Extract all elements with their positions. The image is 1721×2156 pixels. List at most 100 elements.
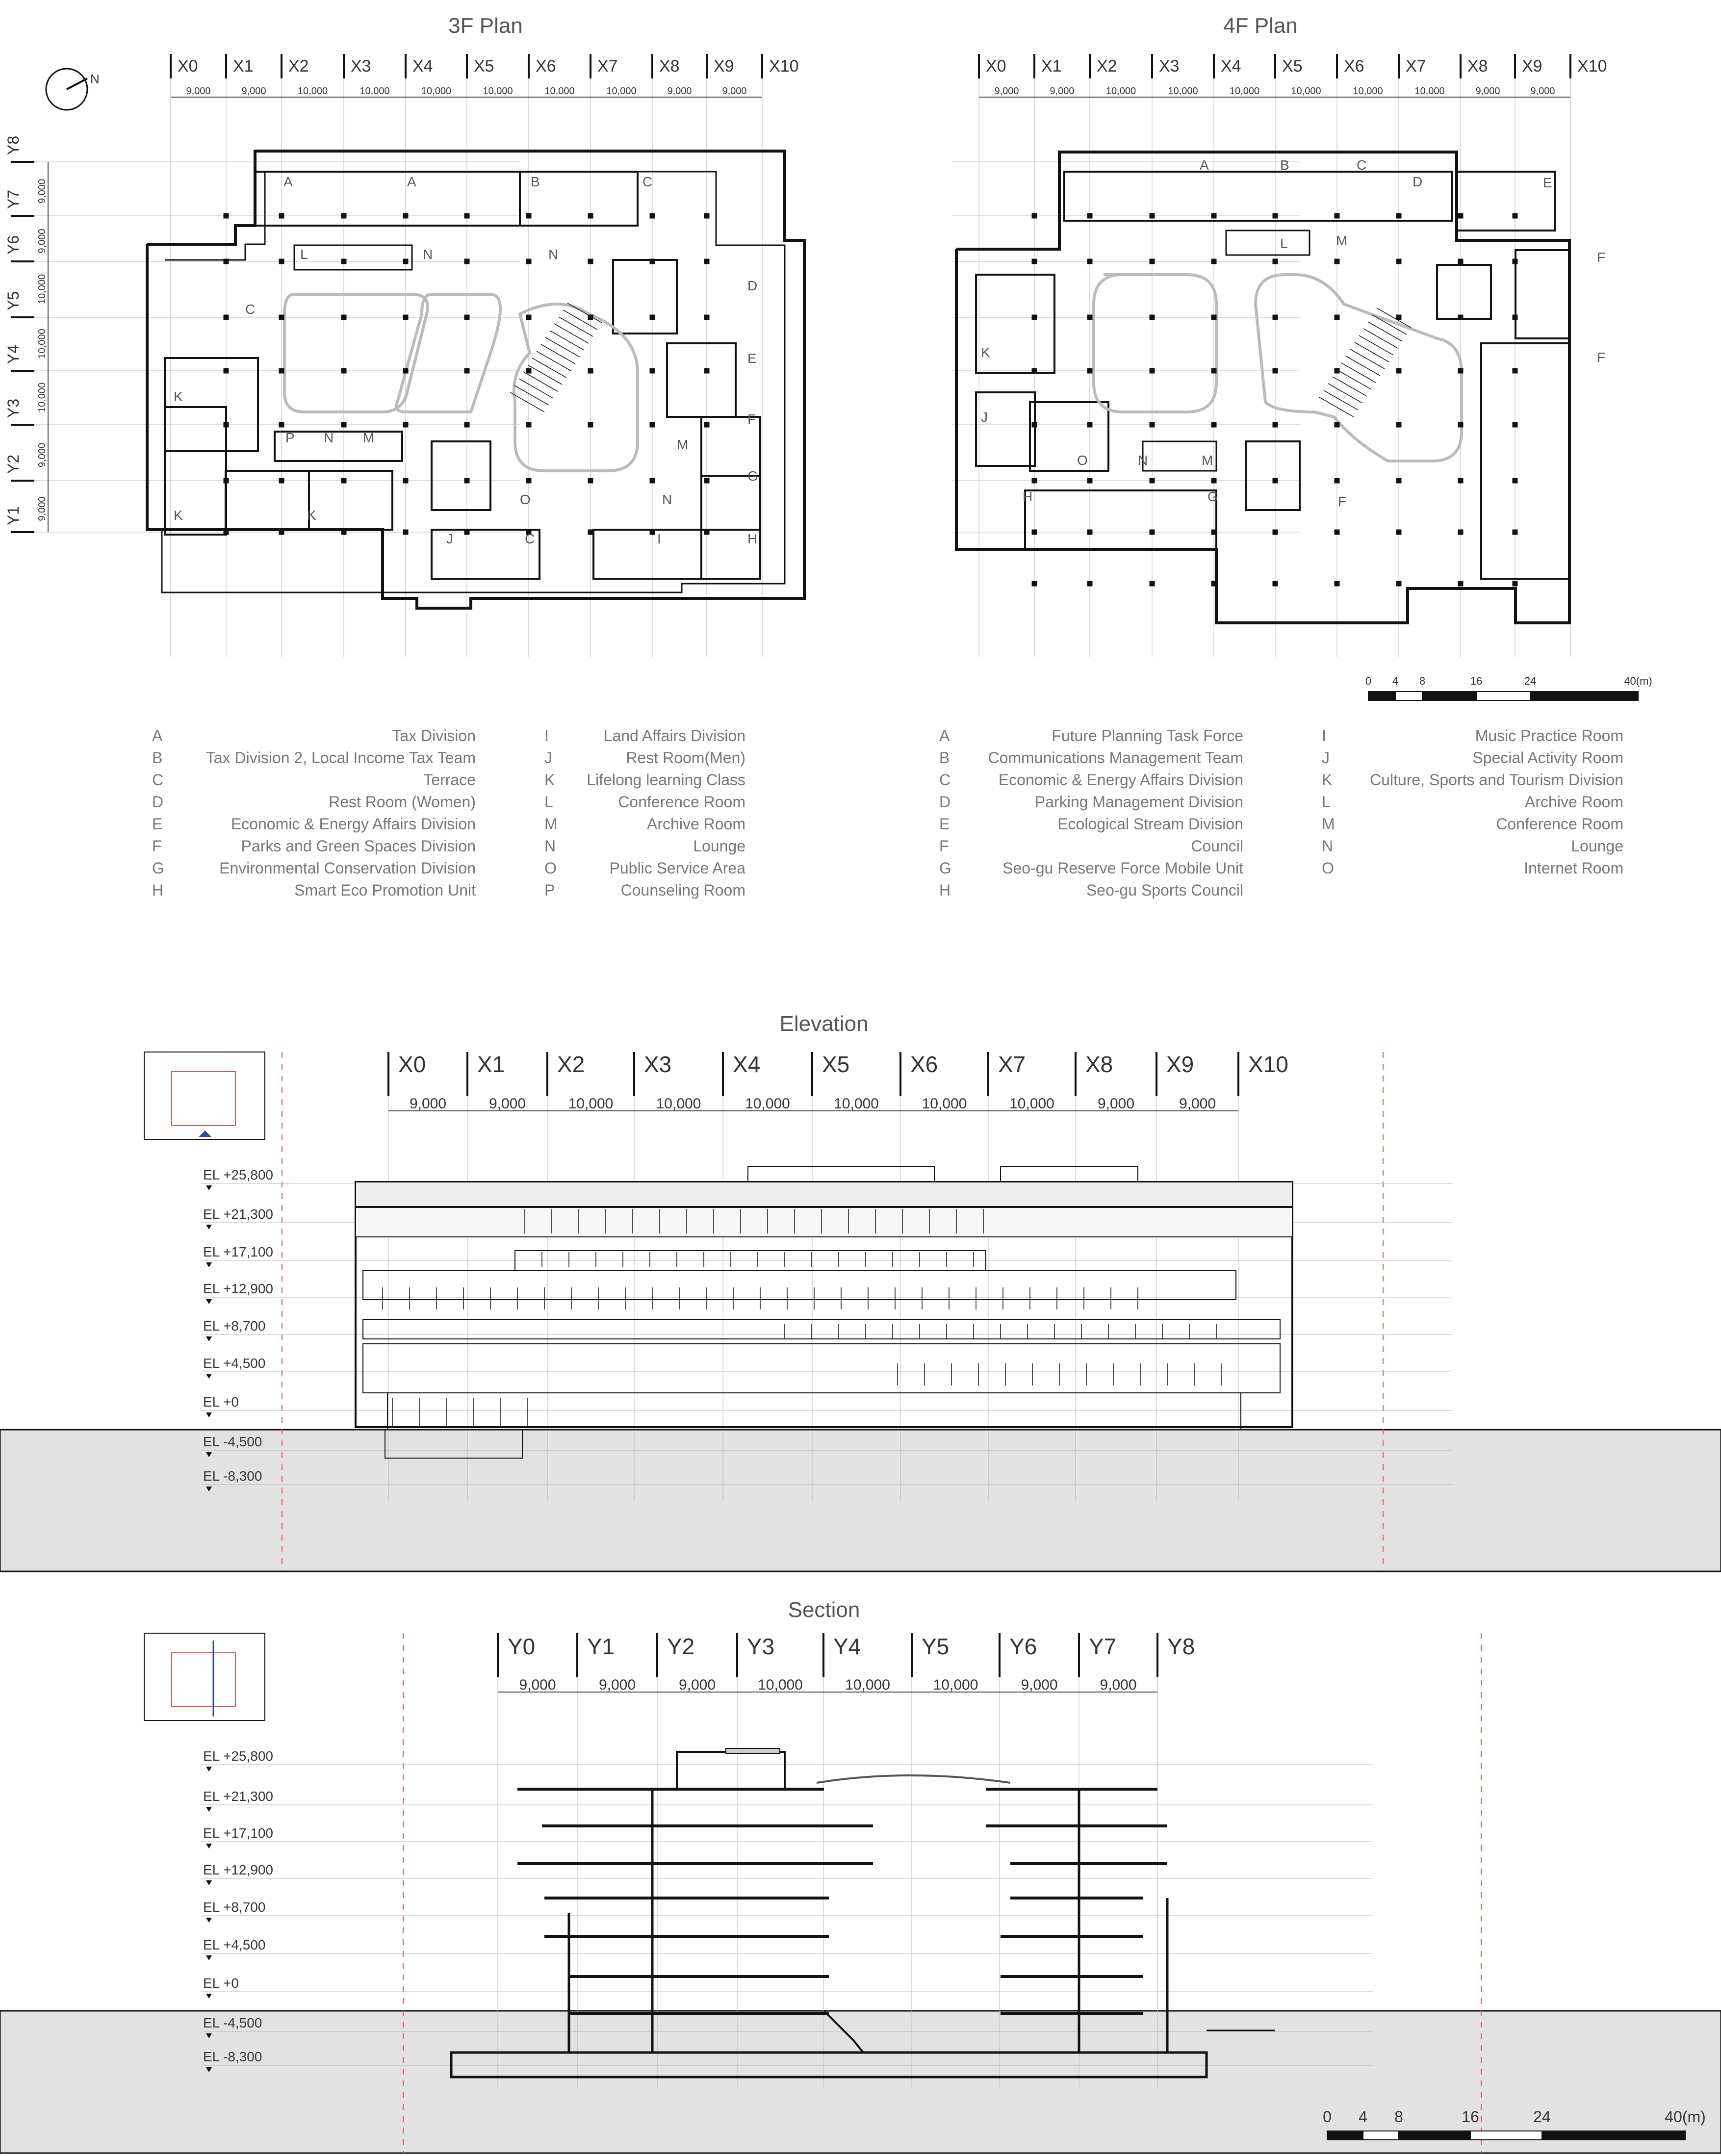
plan-3f-room-tag: O (520, 492, 531, 507)
legend-key: L (544, 793, 553, 811)
level-label: EL +8,700 (203, 1899, 265, 1915)
legend-key: J (1322, 749, 1330, 767)
stair-tread (1319, 397, 1354, 417)
column (1512, 529, 1518, 535)
dim-label-x: 10,000 (1414, 86, 1444, 97)
scale-tick-label: 40(m) (1624, 675, 1652, 687)
legend-key: D (939, 793, 951, 811)
dim-label-x: 10,000 (298, 86, 328, 97)
plan-3f-room-tag: I (657, 531, 661, 546)
plan-3f-room-tag: N (662, 492, 672, 507)
legend-label: Council (1191, 837, 1243, 855)
level-marker-icon (206, 1918, 212, 1923)
stair-tread (1354, 342, 1389, 362)
column (341, 478, 347, 484)
level-marker-icon (206, 2033, 212, 2038)
column (649, 529, 655, 535)
legend-key: H (939, 881, 951, 899)
legend-key: M (544, 815, 558, 833)
dim-label-y: 9,000 (1100, 1677, 1136, 1693)
plan-4f-room-tag: H (1023, 489, 1032, 504)
legend-label: Special Activity Room (1472, 749, 1623, 767)
column (464, 478, 470, 484)
plan-3f-room-j (431, 529, 540, 580)
plan-3f-room-e (666, 342, 737, 418)
plan-3f-room-g (700, 475, 761, 531)
axis-label-x: X6 (536, 57, 556, 76)
level-marker-icon (206, 1767, 212, 1771)
plan-4f-room-tag: G (1207, 489, 1218, 504)
dim-label-y: 10,000 (37, 329, 48, 359)
plan-3f-atrium-void-2 (394, 293, 502, 413)
elevation-basement-entrance (385, 1429, 523, 1459)
column (1512, 478, 1518, 484)
level-marker-icon (206, 1807, 212, 1812)
column (1149, 529, 1155, 535)
plan-4f-room-tag: N (1138, 453, 1148, 468)
column (704, 314, 710, 320)
plan-3f-outline (146, 150, 806, 610)
axis-label-y: Y3 (4, 399, 22, 418)
legend-key: A (939, 727, 950, 744)
dim-label-x: 9,000 (410, 1096, 446, 1112)
dim-label-x: 10,000 (1291, 86, 1321, 97)
axis-label-y: Y4 (4, 345, 22, 364)
axis-label-x: X4 (733, 1052, 760, 1077)
scale-tick-label: 0 (1323, 2108, 1332, 2126)
plan-3f-room-tag: C (245, 302, 255, 317)
axis-label-y: Y6 (1009, 1634, 1037, 1659)
elevation-roof-box-2 (1000, 1166, 1138, 1182)
scale-tick-label: 8 (1394, 2108, 1403, 2126)
column (1272, 213, 1278, 219)
plan-4f-atrium-void-2 (1254, 273, 1463, 462)
level-marker-icon (206, 1336, 212, 1341)
column (526, 258, 532, 264)
level-label: EL +8,700 (203, 1318, 265, 1334)
stair-tread (518, 378, 554, 399)
dim-label-y: 9,000 (37, 443, 48, 467)
column (704, 529, 710, 535)
legend-key: G (152, 859, 164, 877)
stair-tread (1341, 362, 1376, 383)
legend-label: Rest Room(Men) (626, 749, 745, 767)
stair-tread (1376, 308, 1412, 328)
stair-tread (514, 385, 549, 406)
legend-label: Land Affairs Division (603, 727, 745, 744)
column (341, 422, 347, 428)
plan-3f-room-tag: K (307, 508, 316, 523)
dim-label-y: 10,000 (758, 1677, 803, 1693)
plan-4f-room-l (1225, 230, 1310, 256)
plan-3f-inner (161, 171, 786, 593)
column (464, 529, 470, 535)
section-title: Section (788, 1598, 860, 1622)
legend-label: Parking Management Division (1034, 793, 1243, 811)
dim-label-x: 9,000 (1530, 86, 1555, 97)
north-arrow-icon (45, 68, 88, 111)
column (1087, 368, 1093, 374)
axis-label-y: Y8 (4, 136, 22, 155)
axis-label-y: Y8 (1167, 1634, 1195, 1659)
column (526, 213, 532, 219)
legend-label: Rest Room (Women) (329, 793, 476, 811)
column (1272, 422, 1278, 428)
plan-3f-room-tag: K (174, 389, 183, 404)
legend-key: E (152, 815, 163, 833)
column (1031, 581, 1037, 587)
column (649, 368, 655, 374)
axis-label-y: Y4 (833, 1634, 861, 1659)
column (403, 478, 409, 484)
dim-label-y: 9,000 (519, 1677, 556, 1693)
level-label: EL +25,800 (203, 1748, 273, 1764)
plan-3f-room-tag: L (300, 247, 308, 262)
column (1396, 258, 1402, 264)
scale-bar-segment (1476, 691, 1531, 701)
plan-3f-room-k3 (308, 470, 393, 531)
level-label: EL -4,500 (203, 2015, 262, 2030)
column (464, 258, 470, 264)
legend-label: Music Practice Room (1475, 727, 1623, 744)
